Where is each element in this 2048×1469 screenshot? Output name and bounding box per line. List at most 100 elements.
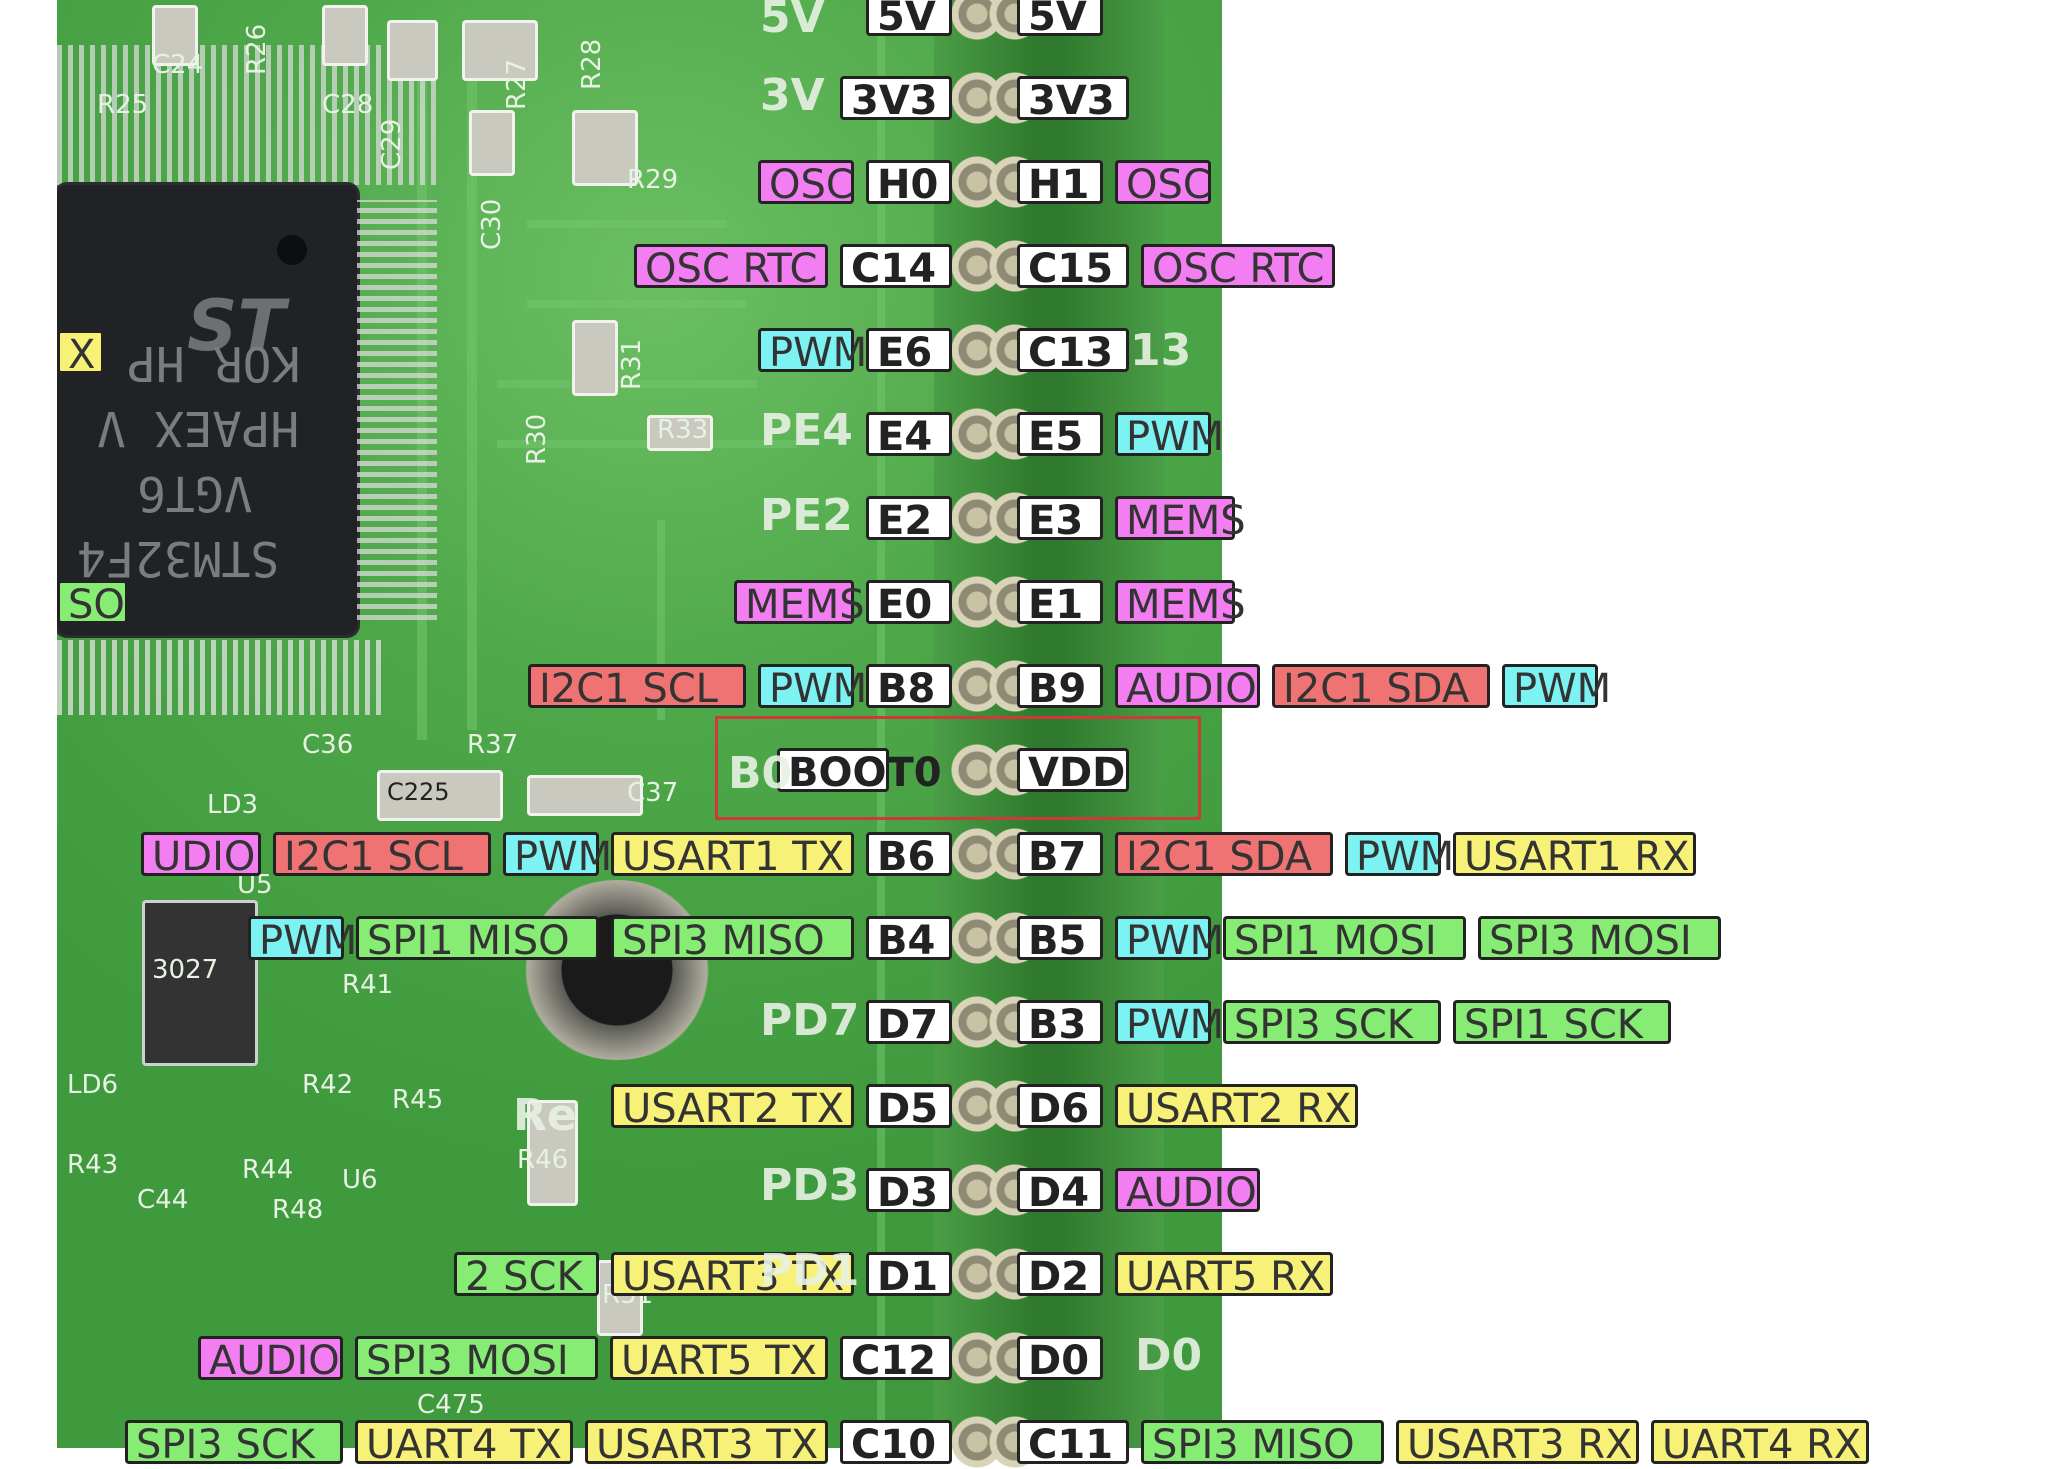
function-label-spi3-miso: SPI3 MISO — [1141, 1420, 1384, 1467]
component-r28 — [572, 110, 638, 186]
pin-vdd: VDD — [1017, 748, 1129, 795]
pin-b9: B9 — [1017, 664, 1103, 711]
silk-r45: R45 — [392, 1085, 444, 1115]
pin-c13: C13 — [1017, 328, 1129, 375]
silk-r31: R31 — [617, 338, 647, 390]
pin-c12: C12 — [840, 1336, 952, 1383]
function-label-usart1-tx: USART1 TX — [611, 832, 854, 879]
component-u5 — [142, 900, 258, 1066]
function-label-pwm: PWM — [758, 328, 867, 375]
silk-5v: 5V — [760, 0, 825, 43]
pin-d7: D7 — [866, 1000, 952, 1047]
pin-b3: B3 — [1017, 1000, 1103, 1047]
st-logo: ST — [187, 285, 286, 367]
pin-c14: C14 — [840, 244, 952, 291]
function-label-pwm: PWM — [1115, 412, 1224, 459]
function-label-audio: AUDIO — [1115, 1168, 1260, 1215]
pin-e2: E2 — [866, 496, 952, 543]
silk-pd3: PD3 — [760, 1160, 860, 1211]
silk-13: 13 — [1130, 325, 1192, 376]
chip-label-line3: HPAEX V — [97, 400, 300, 456]
pin-c10: C10 — [840, 1420, 952, 1467]
pin-h1: H1 — [1017, 160, 1103, 207]
pin-e5: E5 — [1017, 412, 1103, 459]
silk-ld6: LD6 — [67, 1070, 119, 1100]
pin-d6: D6 — [1017, 1084, 1103, 1131]
silk-c44: C44 — [137, 1185, 189, 1215]
microcontroller-chip: ST STM32F4 VGT6 HPAEX V KOR HP — [57, 185, 357, 635]
pin-d4: D4 — [1017, 1168, 1103, 1215]
component-c29 — [469, 110, 515, 176]
boot0-vdd-highlight — [715, 716, 1201, 820]
silk-pe2: PE2 — [760, 490, 853, 541]
silk-r41: R41 — [342, 970, 394, 1000]
function-label-pwm: PWM — [1345, 832, 1454, 879]
silk-c29: C29 — [377, 118, 407, 170]
pin-d5: D5 — [866, 1084, 952, 1131]
silk-r28: R28 — [577, 38, 607, 90]
function-label-2-sck: 2 SCK — [454, 1252, 599, 1299]
function-label-osc-rtc: OSC RTC — [1141, 244, 1335, 291]
function-label-spi3-mosi: SPI3 MOSI — [355, 1336, 598, 1383]
silk-pe4: PE4 — [760, 405, 853, 456]
function-label-i2c1-scl: I2C1 SCL — [528, 664, 746, 711]
silk-pd1: PD1 — [760, 1245, 860, 1296]
component-c37 — [527, 775, 643, 816]
component-c24 — [152, 5, 198, 66]
chip-label-line4: KOR HP — [127, 335, 301, 391]
function-label-pwm: PWM — [1115, 916, 1224, 963]
function-label-x: X — [57, 330, 104, 377]
pin-5v: 5V — [1017, 0, 1103, 39]
pin-e4: E4 — [866, 412, 952, 459]
silk-pd7: PD7 — [760, 995, 860, 1046]
function-label-usart3-tx: USART3 TX — [585, 1420, 828, 1467]
silk-chip-marking: 3027 — [152, 955, 219, 985]
pin-b7: B7 — [1017, 832, 1103, 879]
function-label-spi3-mosi: SPI3 MOSI — [1478, 916, 1721, 963]
pin-d0: D0 — [1017, 1336, 1103, 1383]
function-label-so: SO — [57, 580, 128, 627]
pin-c15: C15 — [1017, 244, 1129, 291]
chip-pins-top — [57, 45, 442, 185]
function-label-osc: OSC — [758, 160, 854, 207]
component-r46 — [527, 1100, 578, 1206]
function-label-spi1-mosi: SPI1 MOSI — [1223, 916, 1466, 963]
function-label-mems: MEMS — [734, 580, 865, 627]
silk-u6: U6 — [342, 1165, 378, 1195]
silk-r46: R46 — [517, 1145, 569, 1175]
chip-pin1-dot — [277, 235, 307, 265]
silk-r44: R44 — [242, 1155, 294, 1185]
function-label-audio: AUDIO — [198, 1336, 343, 1383]
silk-r27: R27 — [502, 58, 532, 110]
pin-d3: D3 — [866, 1168, 952, 1215]
function-label-usart2-rx: USART2 RX — [1115, 1084, 1358, 1131]
pin-e6: E6 — [866, 328, 952, 375]
silk-c30: C30 — [477, 198, 507, 250]
silk-c28: C28 — [322, 90, 374, 120]
pin-3v3: 3V3 — [840, 76, 952, 123]
pin-b5: B5 — [1017, 916, 1103, 963]
function-label-uart4-tx: UART4 TX — [355, 1420, 573, 1467]
function-label-pwm: PWM — [248, 916, 357, 963]
pin-b8: B8 — [866, 664, 952, 711]
chip-pins-right — [357, 200, 437, 620]
pin-h0: H0 — [866, 160, 952, 207]
pin-b4: B4 — [866, 916, 952, 963]
silk-r43: R43 — [67, 1150, 119, 1180]
function-label-spi1-miso: SPI1 MISO — [356, 916, 599, 963]
function-label-usart1-rx: USART1 RX — [1453, 832, 1696, 879]
silk-3v: 3V — [760, 70, 825, 121]
silk-c24: C24 — [152, 50, 204, 80]
pin-e0: E0 — [866, 580, 952, 627]
function-label-spi3-sck: SPI3 SCK — [1223, 1000, 1441, 1047]
silk-r25: R25 — [97, 90, 149, 120]
function-label-usart3-tx: USART3 TX — [611, 1252, 854, 1299]
silk-c475: C475 — [417, 1390, 485, 1420]
function-label-uart5-tx: UART5 TX — [610, 1336, 828, 1383]
pin-d1: D1 — [866, 1252, 952, 1299]
pin-d2: D2 — [1017, 1252, 1103, 1299]
silk-c225: C225 — [387, 778, 450, 806]
function-label-usart3-rx: USART3 RX — [1396, 1420, 1639, 1467]
component-r27 — [462, 20, 538, 81]
component-r33 — [647, 415, 713, 451]
